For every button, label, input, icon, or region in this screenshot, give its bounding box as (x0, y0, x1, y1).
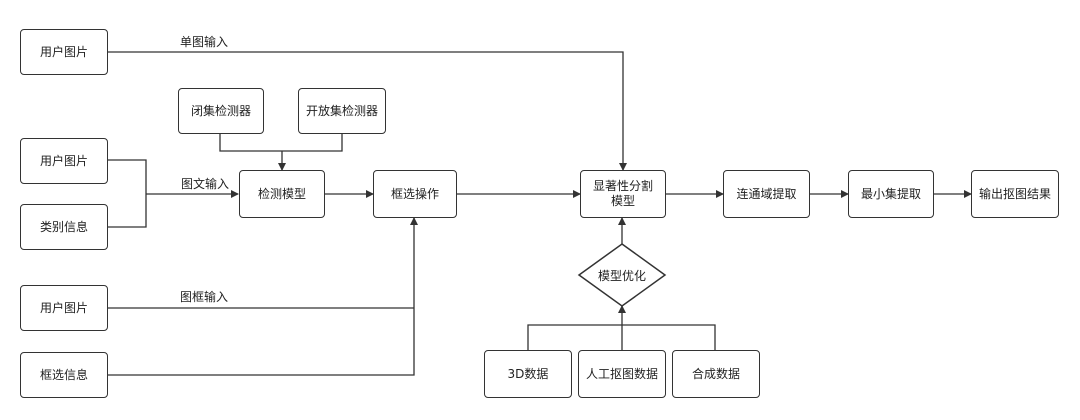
node-detection-model: 检测模型 (239, 170, 325, 218)
edge-user-img-2 (108, 159, 147, 194)
edge-category-info (108, 194, 147, 228)
node-connected-extract: 连通域提取 (723, 170, 810, 218)
edge-closed-detector (219, 134, 282, 152)
node-min-set-extract: 最小集提取 (848, 170, 934, 218)
model-optimize-diamond (577, 243, 667, 307)
node-model-optimize-label: 模型优化 (597, 268, 646, 283)
label-image-box-input: 图框输入 (180, 290, 229, 304)
node-box-select-op: 框选操作 (373, 170, 457, 218)
edge-single-input (108, 51, 627, 171)
node-open-set-detector: 开放集检测器 (298, 88, 386, 134)
node-user-image-1: 用户图片 (20, 29, 108, 75)
node-saliency-model: 显著性分割 模型 (580, 170, 666, 218)
node-synthetic-data: 合成数据 (672, 350, 760, 398)
edge-synthetic-data (622, 324, 716, 350)
label-image-text-input: 图文输入 (181, 177, 230, 191)
edge-open-detector (282, 134, 343, 152)
label-single-input: 单图输入 (180, 35, 229, 49)
node-3d-data: 3D数据 (484, 350, 572, 398)
node-output-result: 输出抠图结果 (971, 170, 1059, 218)
node-user-image-2: 用户图片 (20, 138, 108, 184)
node-box-info: 框选信息 (20, 352, 108, 398)
edge-box-info (108, 217, 418, 376)
node-category-info: 类别信息 (20, 204, 108, 250)
node-manual-matting-data: 人工抠图数据 (578, 350, 666, 398)
edge-3d-data (527, 324, 622, 350)
node-user-image-3: 用户图片 (20, 285, 108, 331)
node-closed-set-detector: 闭集检测器 (178, 88, 264, 134)
